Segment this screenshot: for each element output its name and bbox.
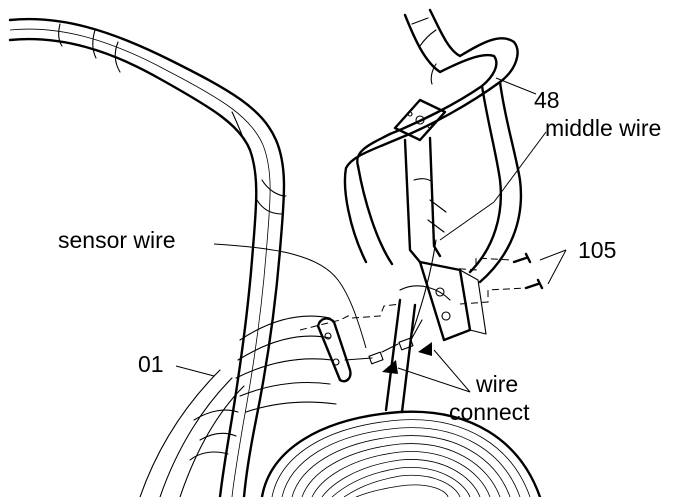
bolt-lower — [524, 278, 544, 290]
label-105: 105 — [578, 237, 616, 263]
label-connect: connect — [449, 399, 530, 425]
main-frame-outer-rail — [139, 369, 245, 497]
handlebar-assembly — [343, 8, 523, 414]
sensor-housing — [235, 315, 337, 413]
middle-wire — [399, 239, 451, 341]
leader-lines — [175, 77, 567, 393]
label-01: 01 — [138, 351, 164, 377]
sensor-bracket — [316, 317, 423, 383]
wire-connect-arrows — [382, 342, 432, 374]
assembly-dashed-lines — [299, 257, 527, 331]
flywheel — [260, 410, 542, 497]
label-wire: wire — [475, 371, 518, 397]
bolt-upper — [512, 252, 532, 264]
label-middle-wire: middle wire — [545, 115, 661, 141]
label-sensor-wire: sensor wire — [58, 227, 176, 253]
label-48: 48 — [534, 87, 560, 113]
main-frame-tube — [8, 17, 287, 497]
